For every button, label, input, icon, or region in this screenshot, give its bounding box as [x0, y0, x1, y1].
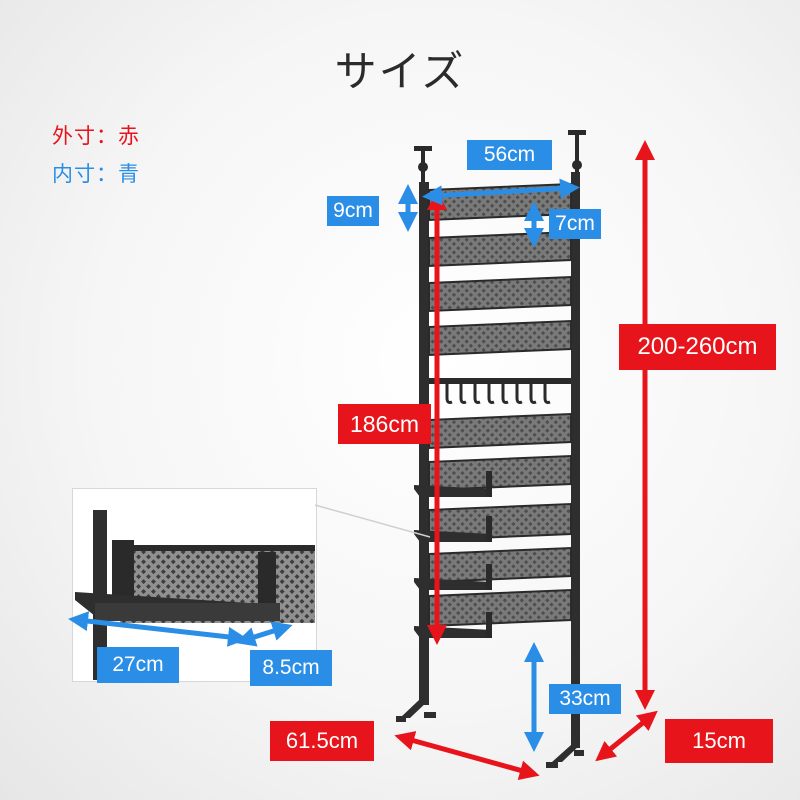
- tray-bracket: [486, 471, 492, 497]
- inner-dimension-arrows: [68, 178, 580, 752]
- legend-outer-dimensions: 外寸：赤: [52, 124, 140, 148]
- label-tray-width: 27cm: [97, 647, 179, 683]
- mesh-panel: [428, 546, 572, 584]
- hook: [515, 380, 523, 404]
- mesh-panel: [428, 454, 572, 492]
- hook: [487, 380, 495, 404]
- legend-inner-dimensions: 内寸：青: [52, 162, 140, 186]
- tray-bracket: [486, 612, 492, 638]
- label-top-gap: 9cm: [327, 196, 379, 226]
- label-tray-depth: 8.5cm: [250, 650, 332, 686]
- label-inner-height: 186cm: [338, 404, 431, 444]
- tray: [414, 626, 492, 638]
- hook: [445, 380, 453, 404]
- tray-bracket: [486, 564, 492, 590]
- mesh-panels: [428, 182, 572, 628]
- inset-callout-line: [314, 504, 431, 538]
- label-top-width: 56cm: [467, 140, 552, 170]
- label-bottom-clearance: 33cm: [549, 684, 621, 714]
- hook: [473, 380, 481, 404]
- label-base-width: 61.5cm: [270, 721, 374, 761]
- hook-bar: [429, 378, 571, 384]
- hook: [529, 380, 537, 404]
- label-panel-height: 7cm: [549, 209, 601, 239]
- mesh-panel: [428, 412, 572, 450]
- tray-bracket: [486, 516, 492, 542]
- label-depth: 15cm: [665, 719, 773, 763]
- hook: [543, 380, 551, 404]
- page-title: サイズ: [334, 47, 466, 96]
- hooks: [429, 378, 571, 404]
- outer-dimension-arrows: [394, 140, 658, 780]
- label-overall-height: 200-260cm: [619, 324, 776, 370]
- hook: [501, 380, 509, 404]
- mesh-panel: [428, 275, 572, 313]
- mesh-panel: [428, 588, 572, 628]
- hook: [459, 380, 467, 404]
- mesh-panel: [428, 319, 572, 357]
- top-tension-rods: [414, 130, 586, 185]
